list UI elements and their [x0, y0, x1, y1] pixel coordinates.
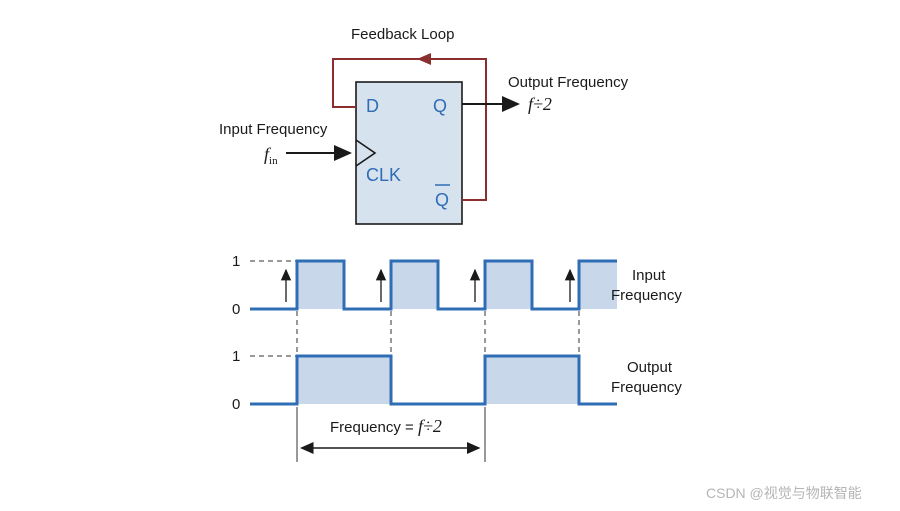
- feedback-loop: Feedback Loop: [332, 26, 487, 201]
- timing-diagram: 10InputFrequency10OutputFrequencyFrequen…: [232, 253, 682, 462]
- input-high-fill: [297, 261, 344, 309]
- output-section: Output Frequency f÷2: [462, 74, 629, 114]
- watermark: CSDN @视觉与物联智能: [706, 485, 862, 501]
- output-level-0-label: 0: [232, 396, 240, 413]
- period-measure-expr: f÷2: [418, 416, 442, 436]
- output-wave-label-line1: Output: [627, 359, 673, 376]
- output-wave-label-line2: Frequency: [611, 379, 682, 396]
- output-level-1-label: 1: [232, 348, 240, 365]
- output-frequency-label: Output Frequency: [508, 74, 629, 91]
- input-high-fill: [391, 261, 438, 309]
- flip-flop-block: D Q CLK Q: [355, 81, 463, 225]
- input-high-fill: [579, 261, 617, 309]
- feedback-arrow-icon: [417, 53, 431, 65]
- output-high-fill: [532, 356, 579, 404]
- output-high-fill: [344, 356, 391, 404]
- pin-qbar-label: Q: [435, 190, 449, 210]
- period-measure-prefix: Frequency =: [330, 419, 418, 436]
- input-waveform: [250, 259, 617, 311]
- input-level-1-label: 1: [232, 253, 240, 270]
- output-high-fill: [485, 356, 532, 404]
- input-wave-label-line1: Input: [632, 267, 666, 284]
- input-variable: fin: [264, 144, 278, 167]
- feedback-wire: [332, 58, 487, 201]
- input-var: f: [264, 144, 272, 164]
- pin-d-label: D: [366, 96, 379, 116]
- period-measure-label: Frequency = f÷2: [330, 416, 442, 436]
- input-frequency-label: Input Frequency: [219, 121, 328, 138]
- output-waveform: [250, 354, 617, 406]
- input-high-fill: [485, 261, 532, 309]
- input-subscript: in: [269, 155, 278, 167]
- input-wave-label-line2: Frequency: [611, 287, 682, 304]
- feedback-label: Feedback Loop: [351, 26, 454, 43]
- pin-q-label: Q: [433, 96, 447, 116]
- clock-triangle: [355, 139, 377, 167]
- output-expression: f÷2: [528, 94, 552, 114]
- pin-clk-label: CLK: [366, 165, 401, 185]
- output-high-fill: [297, 356, 344, 404]
- input-section: Input Frequency fin: [219, 121, 352, 167]
- input-level-0-label: 0: [232, 301, 240, 318]
